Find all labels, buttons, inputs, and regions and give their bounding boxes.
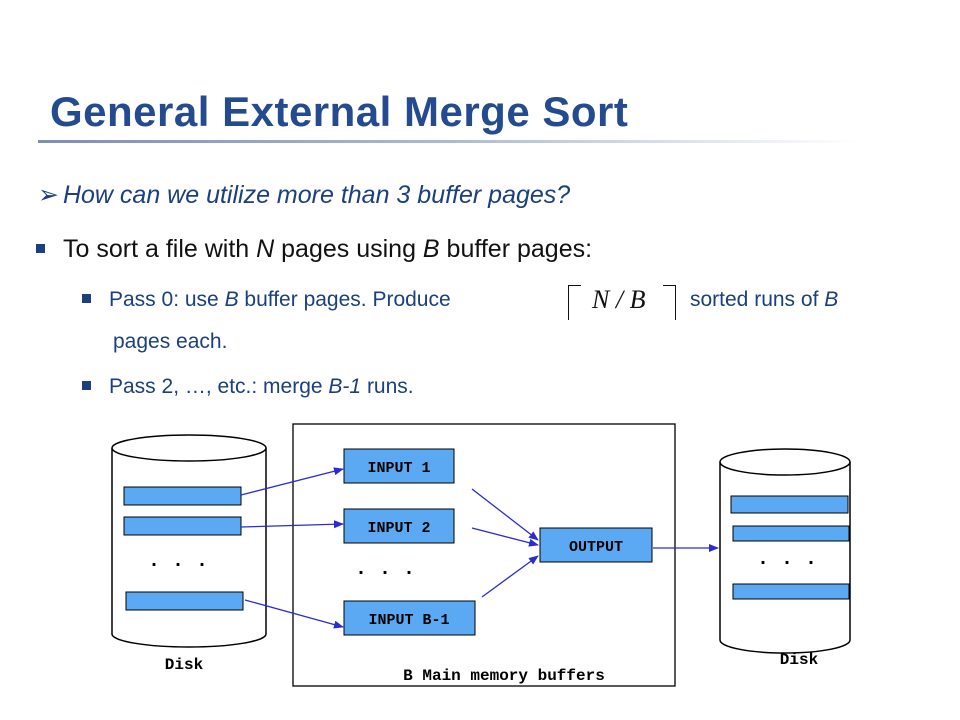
output-label: OUTPUT xyxy=(569,539,623,556)
bullet-pass0: Pass 0: use B buffer pages. Produce xyxy=(82,288,451,312)
arrow-disk-to-input-2 xyxy=(240,520,344,529)
pass0-text-2: buffer pages. Produce xyxy=(238,288,451,311)
ceil-n-over-b-formula: N / B xyxy=(566,283,678,320)
formula-expression: N / B xyxy=(592,285,646,314)
output-buffer xyxy=(539,527,653,563)
pass2-text-1: Pass 2, …, etc.: merge xyxy=(109,375,329,398)
input-1-buffer xyxy=(343,448,455,484)
flow-arrows xyxy=(240,467,719,629)
pass0-tail: sorted runs of B xyxy=(690,288,838,312)
left-disk-label: Disk xyxy=(165,656,204,674)
left-disk-ellipsis: . . . xyxy=(148,550,208,573)
square-bullet-icon xyxy=(82,380,91,390)
input-2-label: INPUT 2 xyxy=(367,520,430,537)
arrow-disk-to-input-b-1 xyxy=(244,599,344,629)
bullet-pass2: Pass 2, …, etc.: merge B-1 runs. xyxy=(82,375,414,399)
right-disk-label: Disk xyxy=(780,651,819,669)
right-disk-page-1 xyxy=(730,495,849,514)
ceiling-right-bracket xyxy=(663,285,676,320)
pass0-var-b2: B xyxy=(824,288,839,311)
square-bullet-icon xyxy=(82,293,91,303)
left-disk-page-2 xyxy=(123,516,242,536)
main-text-1: To sort a file with xyxy=(63,235,257,263)
main-var-b: B xyxy=(422,235,440,263)
input-b-1-label: INPUT B-1 xyxy=(368,612,449,629)
bullet-main: To sort a file with N pages using B buff… xyxy=(36,235,592,264)
main-text-2: pages using xyxy=(274,235,423,263)
bullet-question: ➢How can we utilize more than 3 buffer p… xyxy=(38,180,570,210)
input-b-1-buffer xyxy=(343,600,476,636)
memory-label: B Main memory buffers xyxy=(403,667,605,685)
left-disk-page-1 xyxy=(123,486,242,506)
right-disk: . . . xyxy=(719,448,851,654)
pass2-var-b1: B-1 xyxy=(328,375,362,398)
arrow-disk-to-input-1 xyxy=(240,467,344,496)
input-1-label: INPUT 1 xyxy=(367,460,430,477)
right-disk-page-3 xyxy=(732,583,850,600)
main-text-3: buffer pages: xyxy=(439,235,593,263)
arrow-input-b-1-to-output xyxy=(481,555,539,598)
slide-title: General External Merge Sort xyxy=(50,88,629,135)
pass2-text-2: runs. xyxy=(361,375,414,398)
ceiling-left-bracket xyxy=(568,285,581,320)
right-disk-ellipsis: . . . xyxy=(757,548,817,571)
question-text: How can we utilize more than 3 buffer pa… xyxy=(62,181,571,209)
arrow-input-1-to-output xyxy=(471,488,539,541)
input-2-buffer xyxy=(343,508,455,544)
arrow-bullet-icon: ➢ xyxy=(38,181,59,209)
arrow-input-2-to-output xyxy=(471,527,539,547)
square-bullet-icon xyxy=(36,243,45,253)
left-disk-page-3 xyxy=(125,591,244,611)
pass0-text-3: sorted runs of xyxy=(690,288,825,311)
pass0-continuation: pages each. xyxy=(113,330,228,353)
title-underline xyxy=(38,140,858,143)
left-disk: . . . xyxy=(111,434,267,648)
main-var-n: N xyxy=(256,235,275,263)
pass0-text-1: Pass 0: use xyxy=(109,288,225,311)
memory-ellipsis: . . . xyxy=(355,558,415,581)
pass0-var-b: B xyxy=(224,288,239,311)
right-disk-page-2 xyxy=(732,525,850,542)
